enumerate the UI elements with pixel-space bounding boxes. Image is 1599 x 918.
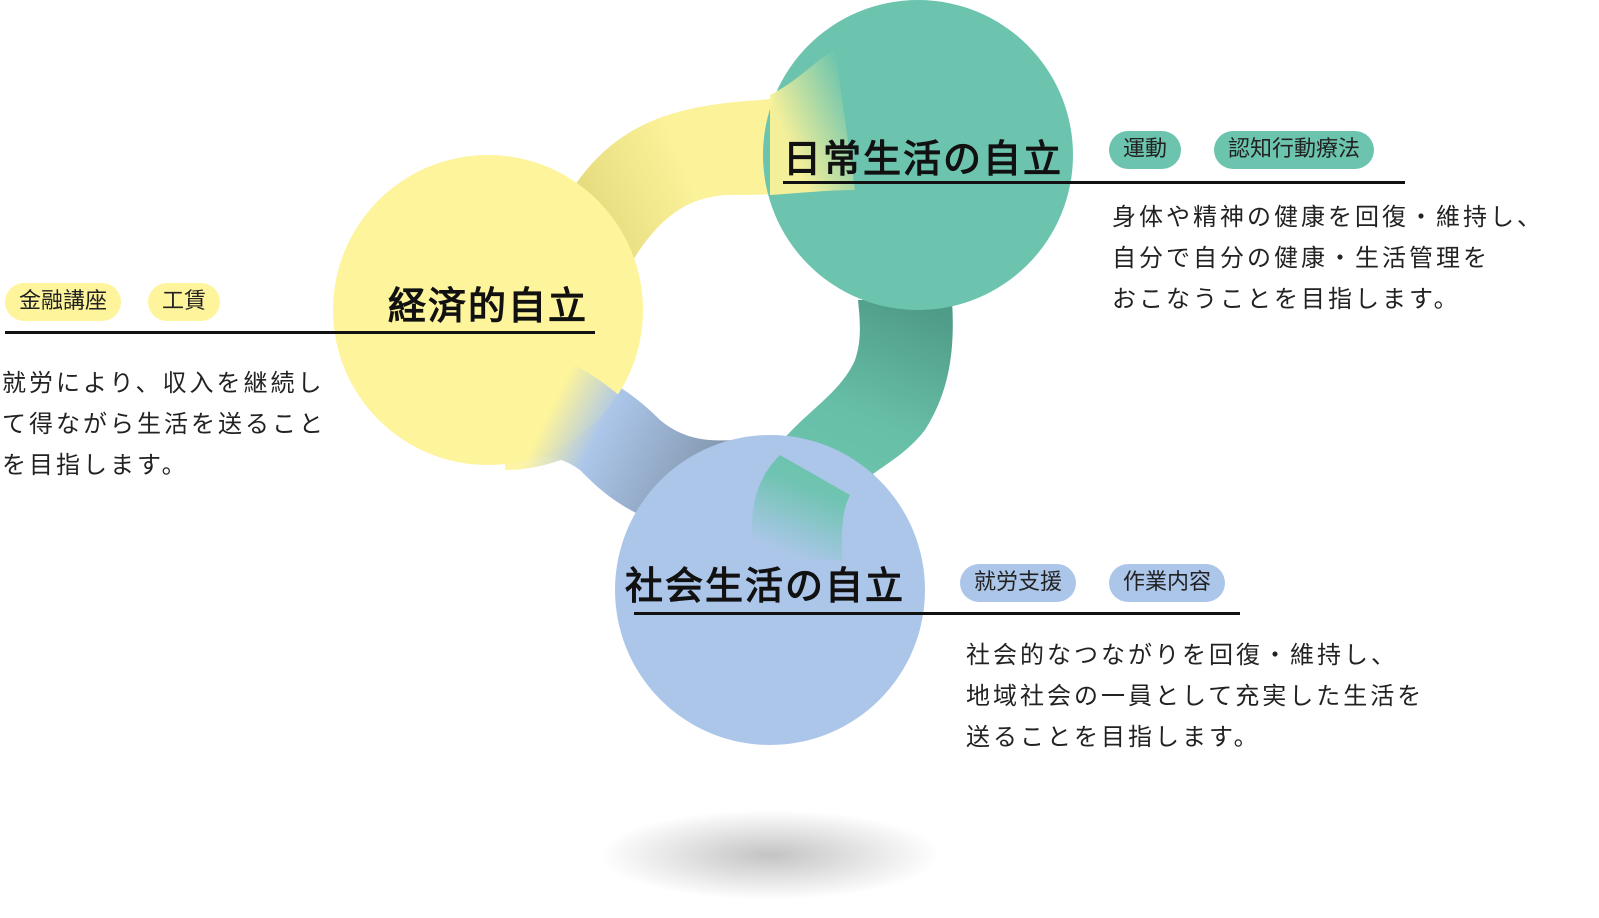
tag-wages: 工賃 (148, 283, 221, 321)
description-line: 地域社会の一員として充実した生活を (966, 682, 1425, 710)
node-economic-title: 経済的自立 (388, 284, 589, 328)
node-social-title: 社会生活の自立 (625, 564, 906, 608)
description-line: 就労により、収入を継続し (2, 369, 325, 397)
node-daily-title: 日常生活の自立 (783, 137, 1064, 181)
node-daily-description: 身体や精神の健康を回復・維持し、 自分で自分の健康・生活管理を おこなうことを目… (1112, 197, 1544, 320)
node-social-description: 社会的なつながりを回復・維持し、 地域社会の一員として充実した生活を 送ることを… (966, 635, 1424, 758)
blend-economic-social (505, 360, 635, 470)
tag-finance-course: 金融講座 (5, 283, 122, 321)
description-line: 送ることを目指します。 (966, 723, 1261, 751)
description-line: 自分で自分の健康・生活管理を (1112, 244, 1490, 272)
node-daily-rule (783, 181, 1405, 184)
tag-exercise: 運動 (1109, 131, 1182, 169)
node-social-circle (615, 435, 925, 745)
description-line: 身体や精神の健康を回復・維持し、 (1112, 203, 1544, 231)
description-line: おこなうことを目指します。 (1112, 285, 1461, 313)
node-economic-rule (5, 331, 595, 334)
description-line: て得ながら生活を送ること (2, 410, 326, 438)
node-economic-description: 就労により、収入を継続し て得ながら生活を送ること を目指します。 (2, 363, 326, 486)
node-daily-circle (763, 0, 1073, 310)
blend-social-green (751, 455, 850, 560)
description-line: 社会的なつながりを回復・維持し、 (966, 641, 1398, 669)
ground-shadow (600, 810, 940, 900)
node-social-rule (634, 612, 1240, 615)
blend-daily-green (770, 50, 855, 195)
tag-employment-support: 就労支援 (960, 564, 1077, 602)
tag-cbt: 認知行動療法 (1214, 131, 1375, 169)
tag-work-content: 作業内容 (1109, 564, 1226, 602)
description-line: を目指します。 (2, 451, 189, 479)
